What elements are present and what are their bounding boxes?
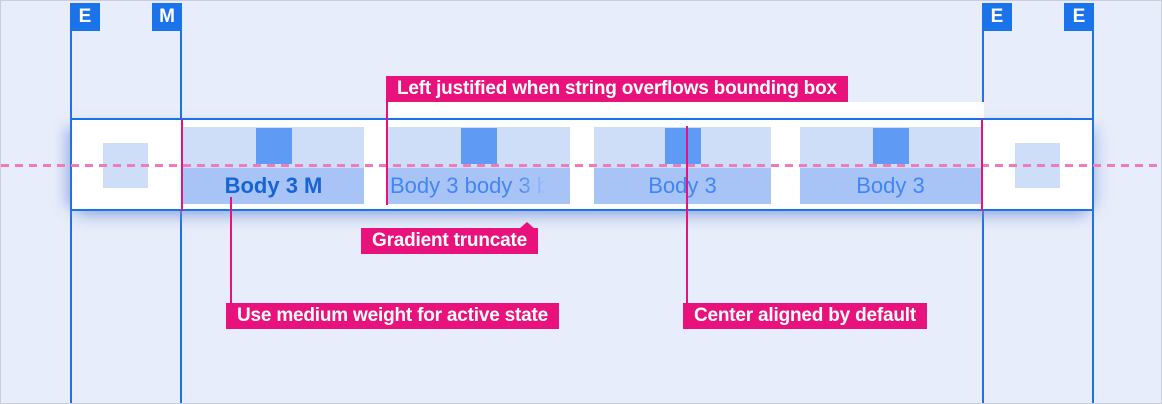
connector-center-aligned bbox=[686, 126, 688, 304]
tab-label-visible-text: Body 3 body bbox=[390, 173, 519, 198]
tab-item[interactable]: Body 3 bbox=[800, 127, 981, 204]
tab-icon-area bbox=[387, 127, 570, 168]
connector-left-justified bbox=[386, 101, 388, 205]
guide-line-margin-left bbox=[180, 31, 182, 403]
baseline-dashed-line bbox=[1, 164, 1161, 167]
annotation-gradient-truncate: Gradient truncate bbox=[361, 222, 538, 254]
annotation-gradient-truncate-text: Gradient truncate bbox=[372, 230, 527, 251]
annotation-center-aligned: Center aligned by default bbox=[683, 303, 927, 329]
tab-label-truncated-text: 3 b bbox=[518, 173, 550, 198]
pointer-up-icon bbox=[518, 222, 535, 229]
bound-line-tab1-left bbox=[181, 119, 183, 211]
connector-medium-weight bbox=[230, 197, 232, 304]
marker-edge-right-inner: E bbox=[982, 3, 1012, 31]
tab-item-active[interactable]: Body 3 M bbox=[183, 127, 364, 204]
bound-line-tab4-right bbox=[981, 119, 983, 211]
guide-line-edge-right-inner bbox=[982, 31, 984, 403]
tab-icon-area bbox=[594, 127, 771, 168]
tab-item-overflow[interactable]: Body 3 body 3 b bbox=[387, 127, 570, 204]
guide-line-edge-right-outer bbox=[1092, 31, 1094, 403]
tab-label-overflow: Body 3 body 3 b bbox=[387, 168, 570, 204]
tab-label: Body 3 bbox=[594, 168, 771, 204]
marker-edge-right-outer: E bbox=[1064, 3, 1094, 31]
marker-edge-left: E bbox=[70, 3, 100, 31]
tab-label-active: Body 3 M bbox=[183, 168, 364, 204]
annotation-medium-weight: Use medium weight for active state bbox=[226, 303, 560, 329]
tab-icon-area bbox=[183, 127, 364, 168]
marker-margin-left: M bbox=[152, 3, 182, 31]
tab-icon-placeholder bbox=[664, 128, 701, 164]
tab-icon-placeholder bbox=[872, 128, 909, 164]
guide-line-edge-left bbox=[70, 31, 72, 403]
callout-gap-strip bbox=[387, 102, 984, 118]
tab-item[interactable]: Body 3 bbox=[594, 127, 771, 204]
tab-label: Body 3 bbox=[800, 168, 981, 204]
annotation-left-justified: Left justified when string overflows bou… bbox=[386, 76, 848, 102]
tab-icon-placeholder bbox=[460, 128, 497, 164]
tab-icon-placeholder bbox=[255, 128, 292, 164]
tab-icon-area bbox=[800, 127, 981, 168]
